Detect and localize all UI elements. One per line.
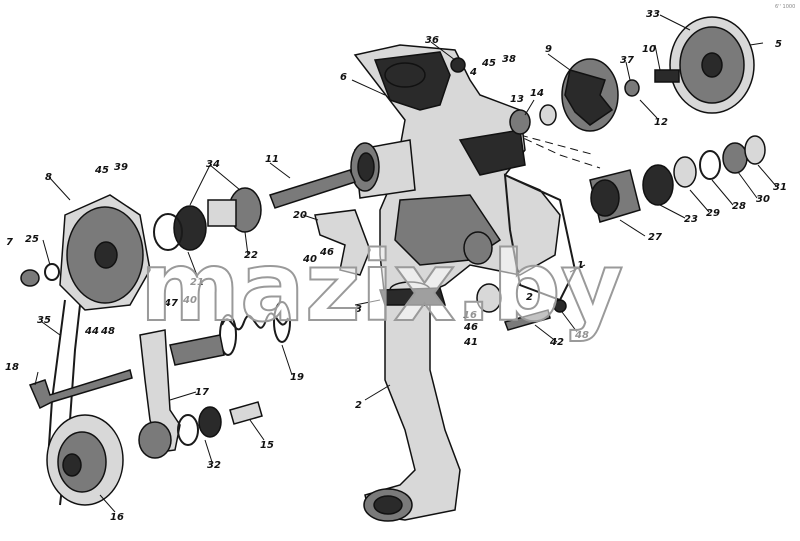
callout-41: 41 <box>463 337 478 348</box>
corner-mark: 6'' 1000 <box>775 4 795 10</box>
callout-20: 20 <box>293 210 307 221</box>
pump-housing <box>353 44 561 301</box>
callout-48: 48 <box>100 326 115 337</box>
tensioner-pulley <box>46 414 124 506</box>
cap <box>476 283 502 313</box>
callout-16: 16 <box>110 512 124 523</box>
callout-42: 42 <box>549 337 564 348</box>
callout-45: 45 <box>94 165 109 176</box>
callout-labels: 1 2 2 3 4 5 6 7 8 9 10 11 12 13 14 15 16… <box>5 9 787 523</box>
wedge-plate <box>378 287 447 306</box>
callout-9: 9 <box>545 44 552 55</box>
callout-34: 34 <box>206 159 220 170</box>
callout-27: 27 <box>648 232 662 243</box>
watermark: mazix.by <box>140 231 623 343</box>
plug <box>450 57 466 73</box>
callout-12: 12 <box>654 117 668 128</box>
callout-7: 7 <box>6 237 13 248</box>
callout-2: 2 <box>355 400 362 411</box>
seal-ring <box>509 109 531 135</box>
callout-37: 37 <box>620 55 634 66</box>
callout-45: 45 <box>481 58 496 69</box>
callout-18: 18 <box>5 362 19 373</box>
callout-4: 4 <box>469 67 477 78</box>
parts-drawing <box>20 16 766 522</box>
callout-40: 40 <box>182 295 197 306</box>
callout-8: 8 <box>45 172 52 183</box>
callout-40: 40 <box>302 254 317 265</box>
spring-sleeve <box>169 334 225 366</box>
callout-30: 30 <box>756 194 770 205</box>
impeller <box>561 58 619 132</box>
long-bolt <box>504 309 551 331</box>
callout-2: 2 <box>526 292 533 303</box>
callout-3: 3 <box>355 304 362 315</box>
pivot-bolt <box>28 369 133 410</box>
callout-32: 32 <box>207 460 221 471</box>
callout-22: 22 <box>244 250 258 261</box>
fan-pulley <box>669 16 755 114</box>
callout-38: 38 <box>502 54 516 65</box>
callout-46: 46 <box>463 322 478 333</box>
assembly-axis-line-lower <box>519 134 596 156</box>
tensioner-arm <box>139 329 181 453</box>
callout-14: 14 <box>530 88 544 99</box>
hex-nut <box>20 269 40 287</box>
callout-29: 29 <box>706 208 720 219</box>
callout-21: 21 <box>190 277 204 288</box>
callout-44: 44 <box>84 326 99 337</box>
callout-35: 35 <box>37 315 51 326</box>
leader-lines <box>34 14 777 513</box>
callout-16: 16 <box>463 310 477 321</box>
callout-1: 1 <box>577 260 584 271</box>
callout-28: 28 <box>732 201 746 212</box>
callout-13: 13 <box>510 94 524 105</box>
shaft-nut <box>654 69 680 83</box>
pump-front-hub <box>350 139 416 199</box>
callout-15: 15 <box>260 440 274 451</box>
callout-17: 17 <box>195 387 209 398</box>
assembly-axis-line <box>429 94 601 169</box>
callout-31: 31 <box>773 182 787 193</box>
callout-23: 23 <box>684 214 698 225</box>
callout-36: 36 <box>425 35 439 46</box>
callout-25: 25 <box>25 234 39 245</box>
callout-11: 11 <box>265 154 279 165</box>
bearing-stack <box>589 135 766 223</box>
callout-5: 5 <box>775 39 782 50</box>
tension-spring <box>219 301 291 356</box>
outlet-hose <box>363 299 461 522</box>
callout-48: 48 <box>574 330 589 341</box>
callout-6: 6 <box>340 72 347 83</box>
washer <box>624 79 640 97</box>
small-bolt <box>553 299 567 313</box>
shaft-bearings <box>153 187 262 251</box>
callout-10: 10 <box>642 44 656 55</box>
callout-19: 19 <box>290 372 304 383</box>
callout-39: 39 <box>114 162 128 173</box>
mounting-bracket <box>314 209 371 276</box>
callout-47: 47 <box>163 298 178 309</box>
tensioner-bearings <box>138 401 263 459</box>
callout-33: 33 <box>646 9 660 20</box>
drive-shaft <box>269 169 357 209</box>
flat-washer <box>44 263 60 281</box>
bearing-ring <box>539 104 557 126</box>
callout-46: 46 <box>319 247 334 258</box>
crank-pulley <box>59 194 151 311</box>
